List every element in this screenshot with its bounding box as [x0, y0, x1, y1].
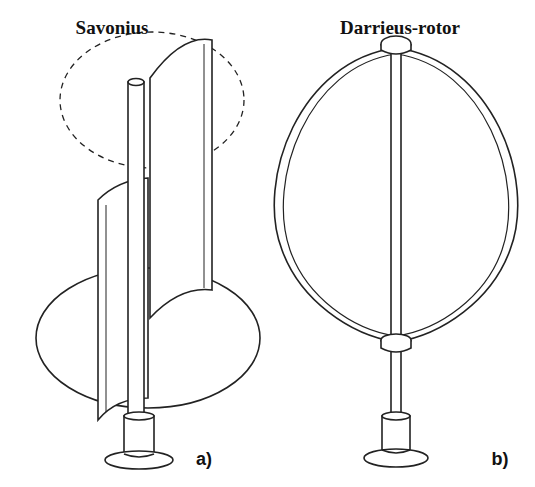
foot	[364, 449, 428, 467]
blade-left-outer	[274, 48, 396, 342]
blade-edge	[106, 205, 107, 412]
shaft	[128, 82, 144, 416]
blade-edge	[204, 44, 205, 288]
shaft-top	[128, 79, 144, 86]
darrieus-rotor	[274, 36, 517, 467]
blade-right-outer	[396, 48, 518, 342]
lower-hub-side	[381, 340, 411, 352]
base-top	[382, 412, 410, 420]
rotor-title: Savonius	[76, 18, 149, 39]
base-bottom	[382, 450, 410, 453]
top-hub-side	[381, 44, 411, 54]
stem-top	[124, 412, 154, 420]
subfigure-label: a)	[196, 450, 212, 470]
savonius-rotor	[36, 32, 260, 469]
right-blade	[150, 39, 212, 318]
foot	[105, 451, 173, 469]
base-block	[382, 416, 410, 450]
rotor-title: Darrieus-rotor	[340, 18, 460, 39]
stem	[124, 416, 154, 454]
stem-base	[124, 454, 154, 457]
subfigure-label: b)	[492, 450, 509, 470]
shaft	[391, 48, 401, 418]
blade-left-inner	[283, 54, 396, 336]
blade-right-inner	[396, 54, 509, 336]
